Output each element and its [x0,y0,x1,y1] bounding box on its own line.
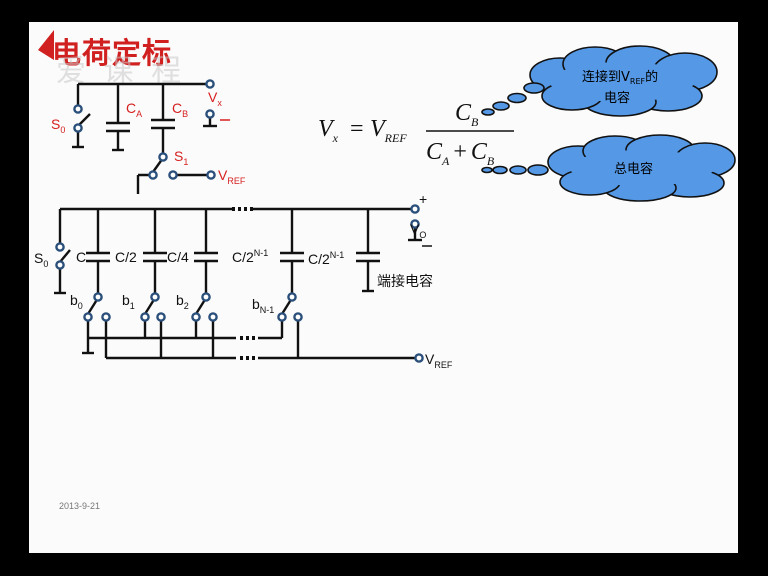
label-cap-cn2: C/2N-1 [308,250,344,267]
formula: Vx = VREF CB CA+CB [318,100,514,168]
slide-date: 2013-9-21 [59,501,101,511]
label-vx: Vx [208,89,222,108]
label-bn1: bN-1 [252,296,274,315]
label-vref-lower: VREF [425,351,453,370]
cloud-top-line2: 电容 [604,90,630,106]
label-cb: CB [172,100,188,119]
cloud-callout-top: 连接到VREF的 电容 [481,45,718,117]
cloud-bottom-text: 总电容 [614,161,653,177]
label-b1: b1 [122,292,135,311]
label-terminating-cap: 端接电容 [377,273,433,289]
label-s0-lower: S0 [34,250,48,269]
label-vo-plus: + [419,191,427,207]
formula-lhs: Vx [318,116,339,145]
formula-equals: = [350,116,364,142]
label-s0-upper: S0 [51,116,65,135]
formula-numerator: CB [455,100,479,129]
title-arrow-icon [38,30,54,60]
label-cap-c2: C/2 [115,249,137,265]
cloud-callout-bottom: 总电容 [481,134,736,202]
label-cap-c: C [76,249,86,265]
ellipsis-dots [232,207,255,360]
label-cap-cn1: C/2N-1 [232,248,268,265]
label-b2: b2 [176,292,189,311]
upper-nodes [73,79,216,180]
upper-circuit [72,82,217,194]
label-ca: CA [126,100,142,119]
slide-title: 电荷定标 [52,36,173,70]
lower-circuit [54,207,422,360]
label-s1: S1 [174,148,188,167]
cloud-top-line1: 连接到VREF的 [582,69,658,86]
label-vref-upper: VREF [218,167,246,186]
label-b0: b0 [70,292,83,311]
formula-denominator: CA+CB [426,139,495,168]
formula-vref: VREF [370,116,407,145]
label-vo: VO [410,221,426,240]
label-cap-c4: C/4 [167,249,189,265]
